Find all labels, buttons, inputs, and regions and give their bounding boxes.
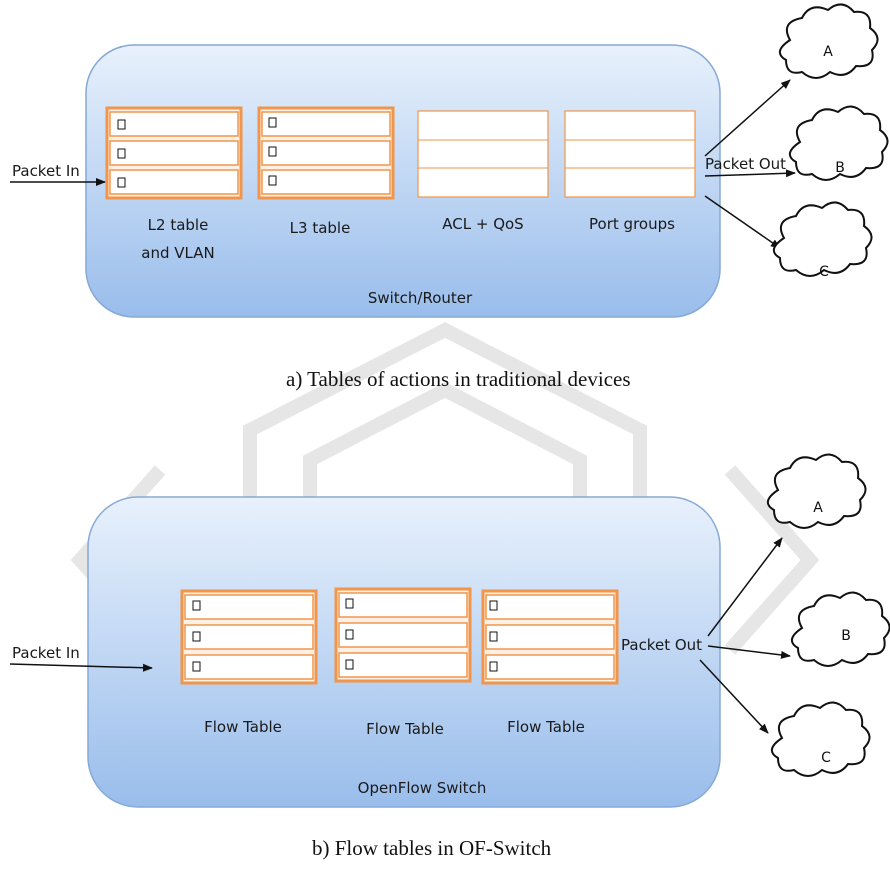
flow-table-1-label: Flow Table — [204, 718, 282, 736]
packet-in-label-a: Packet In — [12, 162, 80, 180]
cloud-c-top: C — [773, 201, 873, 280]
flow-table-2-label: Flow Table — [366, 720, 444, 738]
cloud-a-bottom: A — [767, 453, 867, 529]
cloud-a-top: A — [779, 3, 879, 79]
l2-table — [105, 106, 243, 200]
switch-router-label: Switch/Router — [368, 289, 473, 307]
cloud-label-b-bottom: B — [841, 628, 851, 644]
arrow-to-c-bottom — [699, 659, 769, 734]
packet-in-arrow-b — [9, 663, 153, 672]
caption-a: a) Tables of actions in traditional devi… — [286, 367, 631, 391]
panel-a: L2 table and VLAN L3 table ACL + QoS Por… — [10, 3, 889, 391]
arrow-to-b-top — [704, 169, 796, 178]
arrow-to-c-top — [704, 195, 781, 249]
flow-table-2 — [334, 587, 472, 683]
cloud-label-b-top: B — [835, 160, 845, 176]
arrow-to-b-bottom — [707, 645, 791, 659]
cloud-label-c-top: C — [819, 264, 829, 280]
l3-table-label: L3 table — [290, 219, 351, 237]
panel-b: Flow Table Flow Table Flow Table OpenFlo… — [9, 453, 890, 860]
packet-in-label-b: Packet In — [12, 644, 80, 662]
arrow-to-a-top — [704, 79, 791, 157]
l2-table-label-line1: L2 table — [148, 216, 209, 234]
l3-table — [257, 106, 395, 200]
arrow-to-a-bottom — [707, 537, 783, 637]
cloud-label-c-bottom: C — [821, 750, 831, 766]
cloud-label-a-top: A — [823, 44, 833, 60]
acl-qos-table — [417, 110, 549, 198]
cloud-b-bottom: B — [791, 591, 890, 667]
cloud-c-bottom: C — [771, 701, 871, 777]
flow-table-3-label: Flow Table — [507, 718, 585, 736]
packet-out-label-b: Packet Out — [621, 636, 702, 654]
openflow-switch-label: OpenFlow Switch — [358, 779, 487, 797]
caption-b: b) Flow tables in OF-Switch — [312, 836, 552, 860]
flow-table-1 — [180, 589, 318, 685]
switch-router-box — [85, 44, 721, 318]
port-groups-table — [564, 110, 696, 198]
cloud-b-top: B — [789, 105, 889, 181]
l2-table-label-line2: and VLAN — [141, 244, 214, 262]
flow-table-3 — [481, 589, 619, 685]
acl-qos-label: ACL + QoS — [442, 215, 523, 233]
cloud-label-a-bottom: A — [813, 500, 823, 516]
packet-out-label-a: Packet Out — [705, 155, 786, 173]
port-groups-label: Port groups — [589, 215, 675, 233]
